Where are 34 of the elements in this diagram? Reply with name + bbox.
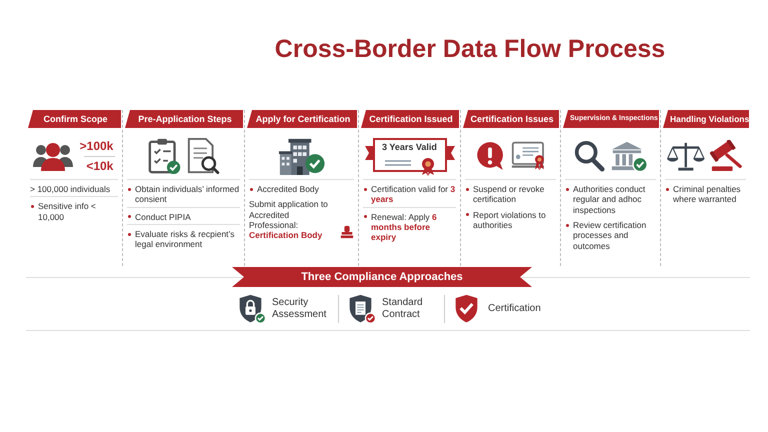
bullet-item: Sensitive info < 10,000 [30, 196, 118, 224]
bullet-item: Criminal penalties where warranted [665, 179, 746, 207]
step-column [122, 110, 244, 266]
step-column [244, 110, 358, 266]
bullet-item: Conduct PIPIA [127, 206, 240, 224]
step-column [560, 110, 660, 266]
step-column [460, 110, 560, 266]
threshold-text: >100k [78, 138, 114, 154]
approach-label: Certification [488, 303, 541, 315]
body-text: > 100,000 individuals [30, 179, 118, 196]
step-banner: Confirm Scope [28, 110, 121, 128]
approach-label: Security Assessment [272, 297, 328, 321]
approach-label: Standard Contract [382, 297, 424, 321]
body-text: Submit application to Accredited Professional: Certification Body [249, 198, 329, 242]
certificate-text: 3 Years Valid [381, 142, 438, 153]
section-ribbon: Three Compliance Approaches [232, 267, 532, 287]
step-banner: Certification Issued [361, 110, 459, 128]
step-banner: Apply for Certification [247, 110, 357, 128]
bullet-item: Report violations to authorities [465, 206, 556, 232]
step-banner: Handling Violations [663, 110, 749, 128]
step-column [660, 110, 750, 266]
threshold-text: <10k [84, 156, 116, 174]
bullet-item: Accredited Body [249, 179, 354, 196]
bullet-item: Review certification processes and outcomes [565, 217, 656, 254]
bullet-item: Evaluate risks & recpient’s legal environment [127, 224, 240, 252]
step-banner: Pre-Application Steps [125, 110, 243, 128]
bullet-item: Suspend or revoke certification [465, 179, 556, 207]
bullet-item: Authorities conduct regular and adhoc inspections [565, 179, 656, 218]
step-banner: Certification Issues [463, 110, 559, 128]
bullet-item: Certification valid for 3 years [363, 179, 456, 207]
bullet-item: Obtain individuals’ informed consient [127, 179, 240, 207]
bullet-item: Renewal: Apply 6 months before expiry [363, 206, 456, 245]
title: Cross-Border Data Flow Process [274, 34, 666, 64]
step-column [358, 110, 460, 266]
